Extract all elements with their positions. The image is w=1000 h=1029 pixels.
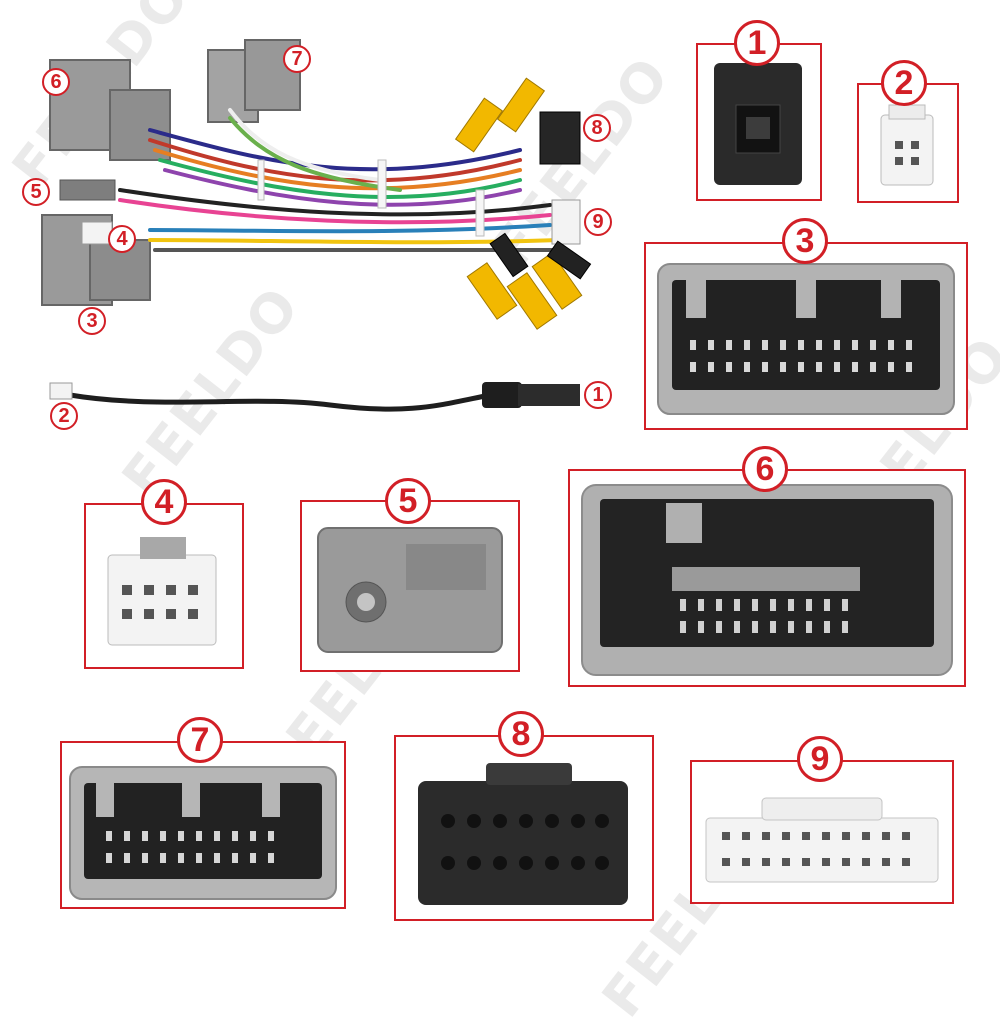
connector-3-photo [657,263,955,415]
connector-panel-6 [568,469,966,687]
connector-1-photo [714,63,802,185]
callout-6: 6 [42,68,70,96]
connector-2-photo [880,104,934,186]
callout-7: 7 [283,45,311,73]
panel-number-4: 4 [141,479,187,525]
callout-1: 1 [584,381,612,409]
panel-number-8: 8 [498,711,544,757]
panel-number-6: 6 [742,446,788,492]
wire-bundle [118,108,562,253]
connector-panel-7 [60,741,346,909]
callout-9: 9 [584,208,612,236]
panel-number-9: 9 [797,736,843,782]
callout-5: 5 [22,178,50,206]
connector-panel-4 [84,503,244,669]
cable-1 [49,382,580,412]
connector-panel-5 [300,500,520,672]
callout-4: 4 [108,225,136,253]
harness-connector-6 [49,59,171,161]
connector-6-photo [581,484,953,676]
connector-panel-3 [644,242,968,430]
panel-number-5: 5 [385,478,431,524]
callout-2: 2 [50,402,78,430]
rca-plugs [454,77,592,330]
connector-4-photo [107,537,217,646]
callout-8: 8 [583,114,611,142]
connector-panel-8 [394,735,654,921]
harness-connector-5 [59,179,116,201]
connector-9-photo [705,797,939,883]
harness-connector-8 [539,111,581,165]
callout-3: 3 [78,307,106,335]
panel-number-1: 1 [734,20,780,66]
connector-panel-1 [696,43,822,201]
connector-panel-9 [690,760,954,904]
connector-7-photo [69,766,337,900]
connector-panel-2 [857,83,959,203]
harness-connector-9 [551,199,581,245]
panel-number-2: 2 [881,60,927,106]
harness-connector-7 [207,39,301,123]
harness-photo [41,39,592,412]
panel-number-3: 3 [782,218,828,264]
panel-number-7: 7 [177,717,223,763]
connector-5-photo [317,527,503,653]
connector-8-photo [418,763,628,905]
